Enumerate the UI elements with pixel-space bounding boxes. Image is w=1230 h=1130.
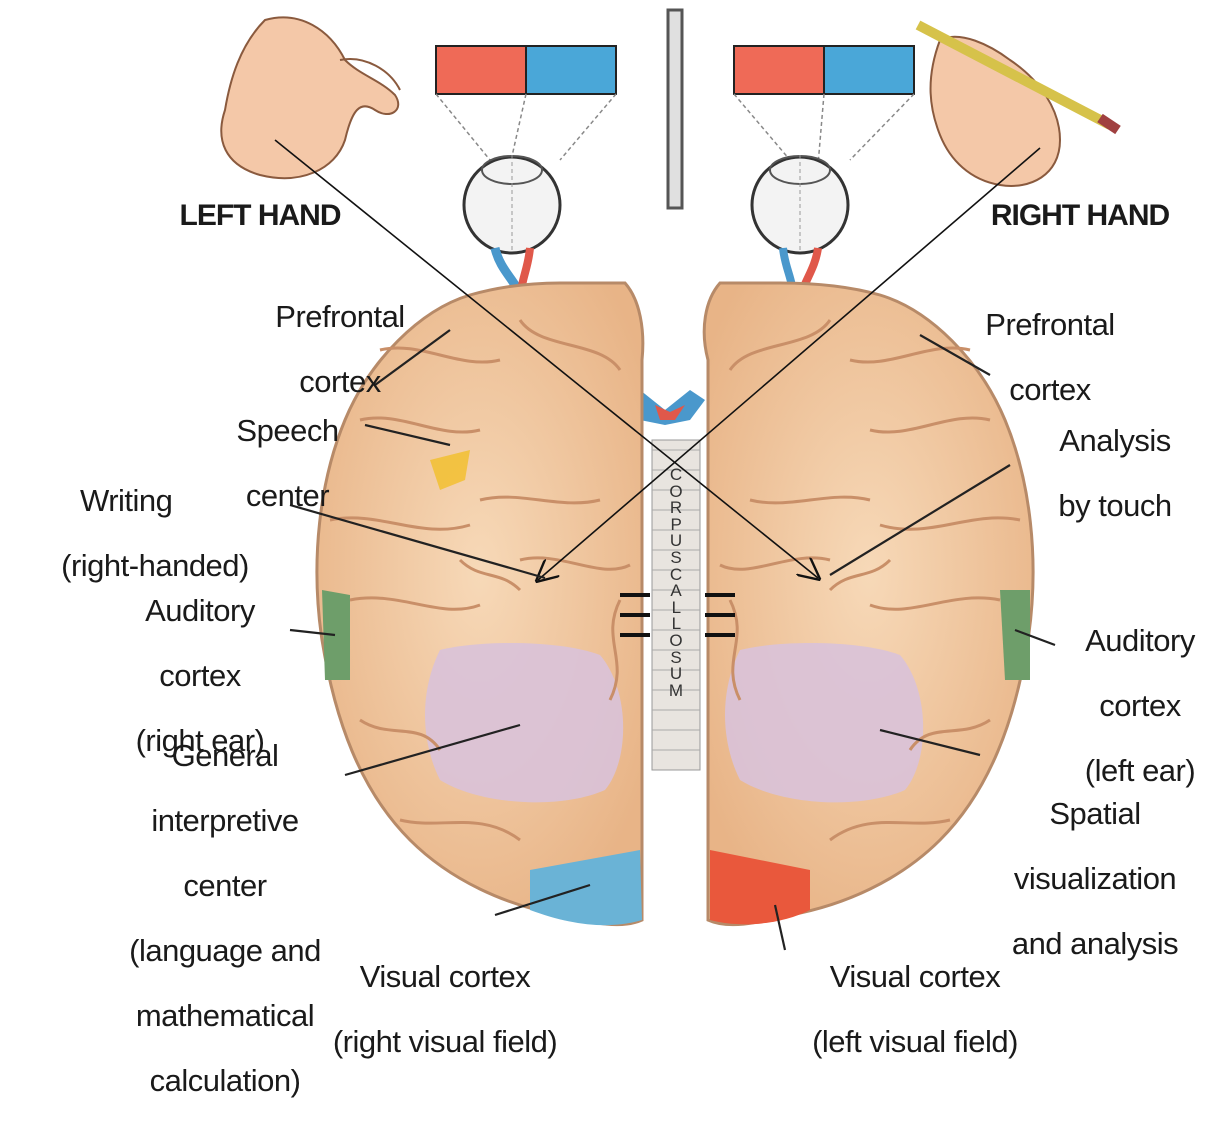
right-auditory-line-2: cortex [1050, 690, 1230, 723]
right-visual-cortex-label: Visual cortex (left visual field) [740, 928, 1090, 1091]
right-eye-icon [752, 155, 848, 253]
left-auditory-line-2: cortex [100, 660, 300, 693]
analysis-by-touch-label: Analysis by touch [1015, 392, 1215, 555]
right-visual-stimulus [734, 46, 914, 165]
spatial-visualization-area [725, 643, 923, 802]
cc-letter: M [669, 681, 683, 700]
right-hand-icon [918, 25, 1118, 186]
corpus-callosum-label: C O R P U S C A L L O S U M [666, 467, 686, 699]
interpretive-line-2: interpretive [100, 805, 350, 838]
touch-line-2: by touch [1015, 490, 1215, 523]
right-hand-label: RIGHT HAND [955, 200, 1205, 232]
left-eye-icon [464, 155, 560, 253]
touch-line-1: Analysis [1015, 425, 1215, 458]
interpretive-center-area [425, 643, 623, 802]
speech-line-1: Speech [205, 415, 370, 448]
right-prefrontal-line-1: Prefrontal [950, 309, 1150, 342]
interpretive-line-3: center [100, 870, 350, 903]
left-hand-icon [221, 17, 400, 178]
brain-lateralization-diagram: LEFT HAND RIGHT HAND Prefrontal cortex S… [0, 0, 1230, 1003]
left-hand-label: LEFT HAND [150, 200, 370, 232]
spatial-line-2: visualization [960, 863, 1230, 896]
visual-divider [668, 10, 682, 208]
left-visual-stimulus [436, 46, 616, 165]
interpretive-line-1: General [100, 740, 350, 773]
left-prefrontal-line-1: Prefrontal [240, 301, 440, 334]
left-visual-cortex-label: Visual cortex (right visual field) [270, 928, 620, 1091]
right-visual-line-1: Visual cortex [740, 961, 1090, 994]
left-visual-line-2: (right visual field) [270, 1026, 620, 1059]
left-visual-line-1: Visual cortex [270, 961, 620, 994]
right-visual-line-2: (left visual field) [740, 1026, 1090, 1059]
left-auditory-line-1: Auditory [100, 595, 300, 628]
right-auditory-line-1: Auditory [1050, 625, 1230, 658]
writing-line-1: Writing [80, 485, 300, 518]
spatial-line-1: Spatial [960, 798, 1230, 831]
